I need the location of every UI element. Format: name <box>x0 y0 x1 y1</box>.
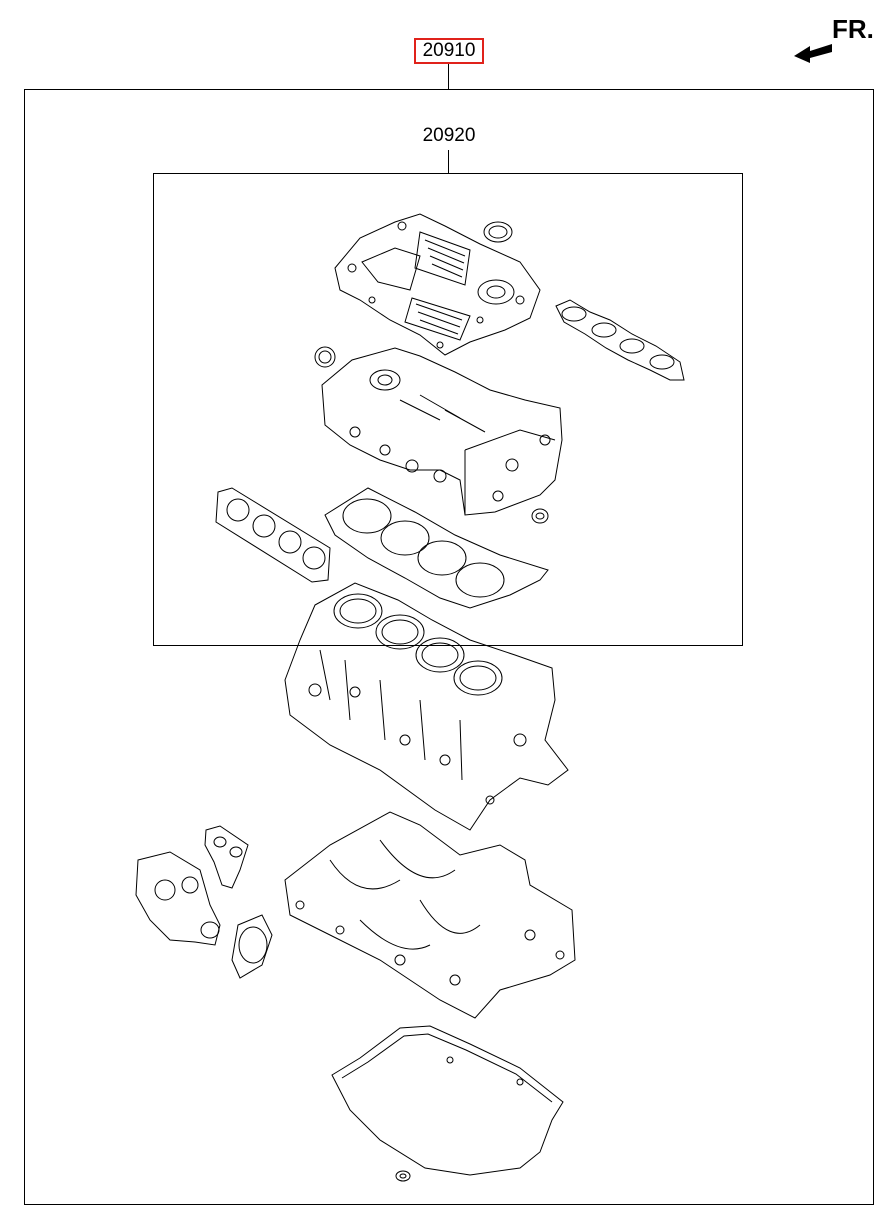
o-ring <box>315 347 335 367</box>
front-direction-arrow-icon <box>794 44 832 63</box>
cylinder-head-gasket-kit-group-box <box>153 173 743 646</box>
water-pump <box>136 852 220 945</box>
leader-line-20920 <box>448 150 449 173</box>
front-direction-label: FR. <box>832 14 874 44</box>
cylinder-head-cover <box>335 214 540 355</box>
exhaust-manifold-gasket <box>216 488 330 582</box>
water-inlet-gasket <box>205 826 248 888</box>
engine-gasket-kit-group-box <box>24 89 874 1205</box>
camshaft-seal <box>532 509 548 523</box>
cylinder-head <box>322 348 562 515</box>
part-number-20910[interactable]: 20910 <box>414 38 484 64</box>
part-number-20920[interactable]: 20920 <box>422 125 476 146</box>
leader-line-20910 <box>448 64 449 89</box>
oil-pan <box>332 1026 563 1175</box>
cylinder-block <box>285 583 568 830</box>
oil-seal <box>484 222 512 242</box>
intake-manifold-gasket <box>556 300 684 380</box>
cylinder-head-gasket <box>325 488 548 608</box>
water-pump-gasket <box>232 915 272 978</box>
drain-plug-gasket <box>396 1171 410 1181</box>
lower-crankcase <box>285 812 575 1018</box>
